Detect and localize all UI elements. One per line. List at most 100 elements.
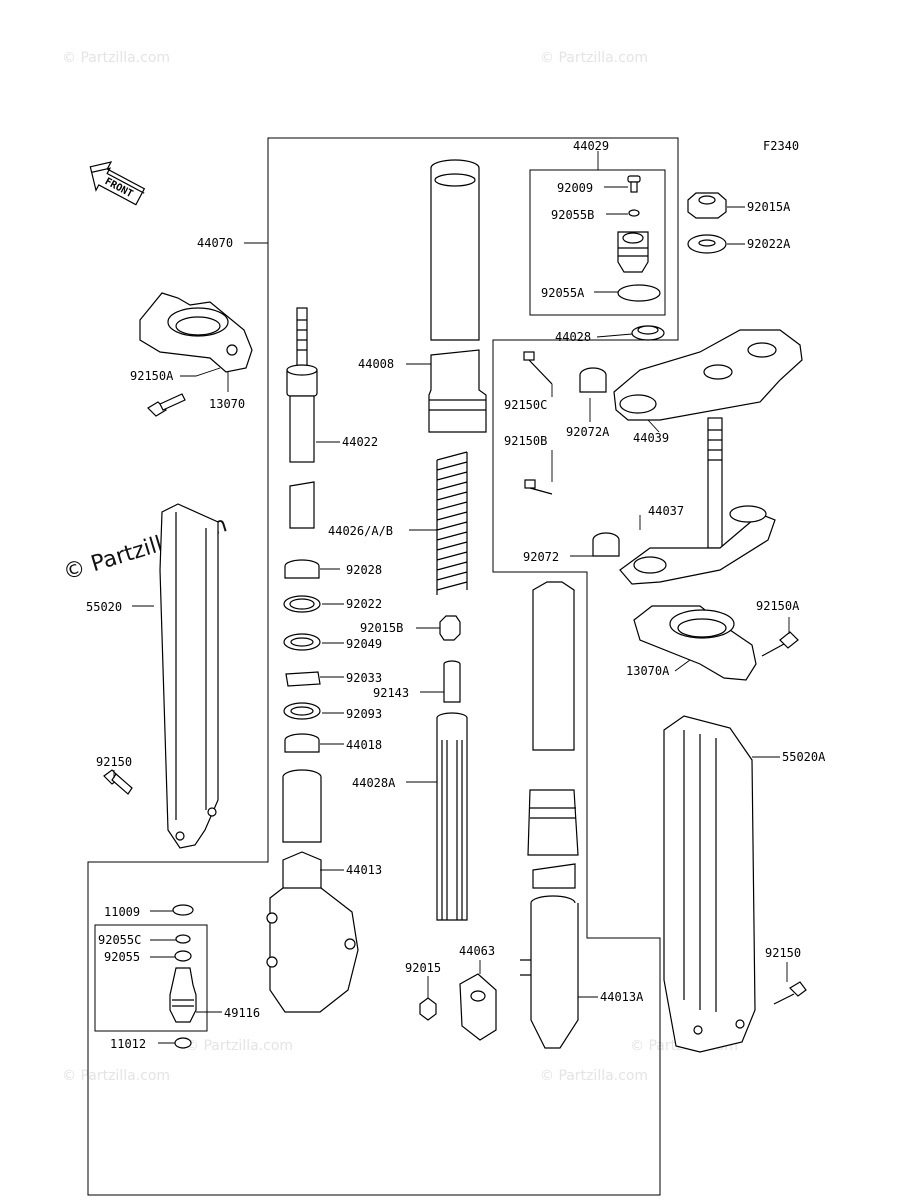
collar-44028-icon (631, 325, 665, 341)
fork-cap-bolt-icon (617, 231, 649, 273)
label-92022A: 92022A (747, 237, 791, 251)
label-92150-right: 92150 (765, 946, 801, 960)
label-44028A: 44028A (352, 776, 396, 790)
label-44070: 44070 (197, 236, 233, 250)
watermark-text: © Partzilla.com (540, 1068, 648, 1084)
bolt-92150C-icon (523, 351, 553, 385)
label-55020: 55020 (86, 600, 122, 614)
label-92150A-left: 92150A (130, 369, 174, 383)
drain-bolt-11012-icon (174, 1037, 192, 1049)
label-92150B: 92150B (504, 434, 547, 448)
label-44013A: 44013A (600, 990, 644, 1004)
label-92055A: 92055A (541, 286, 585, 300)
label-92015B: 92015B (360, 621, 403, 635)
watermark-text: © Partzilla.com (185, 1038, 293, 1054)
label-92072: 92072 (523, 550, 559, 564)
clip-92033-icon (285, 671, 321, 687)
fork-guard-55020-icon (159, 503, 219, 849)
label-92028: 92028 (346, 563, 382, 577)
axle-clamp-44063-icon (459, 973, 497, 1041)
label-92049: 92049 (346, 637, 382, 651)
label-44026: 44026/A/B (328, 524, 393, 538)
bolt-92150B-icon (524, 479, 553, 495)
oil-seal-92049-icon (283, 633, 321, 651)
screw-92009-icon (627, 175, 641, 193)
label-92015: 92015 (405, 961, 441, 975)
bushing-44018-icon (284, 733, 320, 753)
gasket-11009-icon (172, 904, 194, 916)
watermark-text: © Partzilla.com (62, 50, 170, 66)
nut-92015-icon (419, 997, 437, 1021)
label-44013: 44013 (346, 863, 382, 877)
label-92150-left: 92150 (96, 755, 132, 769)
label-92033: 92033 (346, 671, 382, 685)
label-92055C: 92055C (98, 933, 141, 947)
valve-49116-icon (169, 967, 197, 1023)
upper-clamp-13070-icon (139, 292, 253, 373)
cap-subassembly-frame (529, 169, 666, 316)
o-ring-92055A-icon (617, 284, 661, 302)
watermark-text: © Partzilla.com (62, 1068, 170, 1084)
part-labels: 44029 92009 92055B 92055A 44028 92015A 9… (86, 139, 826, 1051)
damper-rod-44022-icon (286, 307, 318, 529)
label-92022: 92022 (346, 597, 382, 611)
label-49116: 49116 (224, 1006, 260, 1020)
label-55020A: 55020A (782, 750, 826, 764)
outer-tube-44013A-icon (520, 895, 579, 1049)
front-arrow-icon: FRONT (89, 161, 146, 206)
label-92072A: 92072A (566, 425, 610, 439)
inner-tube-44008-icon (428, 159, 487, 433)
clamp-92072-icon (592, 532, 620, 557)
label-92143: 92143 (373, 686, 409, 700)
bolt-92150-right-icon (773, 981, 807, 1005)
label-92093: 92093 (346, 707, 382, 721)
label-92055: 92055 (104, 950, 140, 964)
nut-92015A-icon (687, 192, 727, 219)
label-92015A: 92015A (747, 200, 791, 214)
o-ring-92055C-icon (175, 934, 191, 944)
clamp-92072A-icon (579, 367, 607, 393)
outer-tube-44013-icon (266, 769, 359, 1013)
steering-stem-44037-icon (619, 417, 776, 585)
label-44039: 44039 (633, 431, 669, 445)
label-44028: 44028 (555, 330, 591, 344)
dust-seal-92093-icon (283, 702, 321, 720)
leader-lines (113, 151, 790, 1044)
label-92055B: 92055B (551, 208, 594, 222)
bushing-92028-icon (284, 559, 320, 579)
nut-92015B-icon (439, 615, 461, 641)
diagram-code: F2340 (763, 139, 799, 153)
o-ring-92055-icon (174, 950, 192, 962)
assembly-frame (87, 137, 679, 1196)
label-44029: 44029 (573, 139, 609, 153)
label-92150A-right: 92150A (756, 599, 800, 613)
valve-subassembly-frame (94, 924, 208, 1032)
washer-92022-icon (283, 595, 321, 613)
label-92150C: 92150C (504, 398, 547, 412)
collar-92143-icon (443, 660, 461, 703)
bolt-92150-left-icon (103, 769, 133, 795)
inner-tube-right-icon (527, 581, 579, 889)
label-92009: 92009 (557, 181, 593, 195)
label-44022: 44022 (342, 435, 378, 449)
spring-44026-icon (436, 451, 468, 595)
label-13070A: 13070A (626, 664, 670, 678)
label-13070: 13070 (209, 397, 245, 411)
lower-clamp-13070A-icon (633, 605, 757, 681)
label-11012: 11012 (110, 1037, 146, 1051)
bolt-92150A-left-icon (147, 393, 186, 417)
label-44008: 44008 (358, 357, 394, 371)
label-11009: 11009 (104, 905, 140, 919)
label-44037: 44037 (648, 504, 684, 518)
watermark-text: © Partzilla.com (540, 50, 648, 66)
label-44018: 44018 (346, 738, 382, 752)
upper-bracket-44039-icon (613, 329, 803, 421)
spacer-44028A-icon (436, 712, 468, 921)
washer-92022A-icon (687, 234, 727, 254)
label-44063: 44063 (459, 944, 495, 958)
bolt-92150A-right-icon (761, 631, 799, 657)
o-ring-92055B-icon (628, 209, 640, 217)
fork-guard-55020A-icon (663, 715, 756, 1053)
